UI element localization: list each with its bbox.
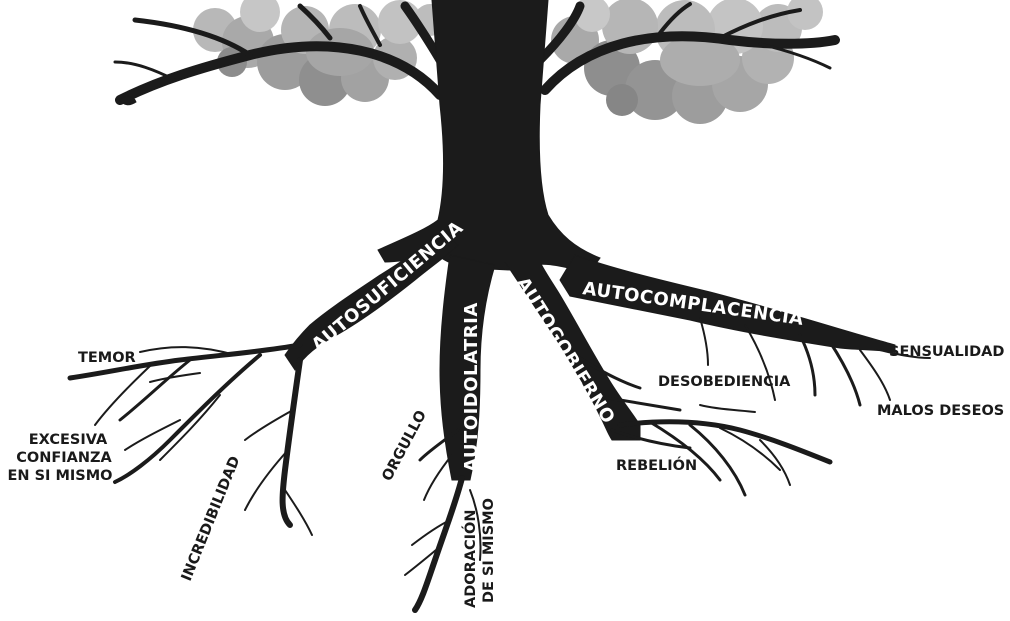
label-excesiva-line2: CONFIANZA [16,450,112,466]
label-temor: TEMOR [78,350,136,366]
label-adoracion-line2: DE SI MISMO [481,498,497,603]
label-orgullo: ORGULLO [379,408,429,484]
label-malos-deseos: MALOS DESEOS [877,403,1004,419]
label-autoidolatria: AUTOIDOLATRIA [461,302,482,472]
leaf-shape [119,95,137,106]
label-incredibilidad: INCREDIBILIDAD [179,454,244,583]
sub-root-labels: TEMOR EXCESIVA CONFIANZA EN SI MISMO INC… [8,344,1005,608]
label-rebelion: REBELIÓN [616,456,697,474]
label-sensualidad: SENSUALIDAD [889,344,1004,360]
label-adoracion-de-si-mismo: ADORACIÓN DE SI MISMO [461,498,497,608]
label-excesiva-confianza: EXCESIVA CONFIANZA EN SI MISMO [8,432,113,484]
root-autosuficiencia-shape [284,231,459,371]
tree-trunk-and-roots [67,0,931,613]
label-desobediencia: DESOBEDIENCIA [658,374,791,390]
label-adoracion-line1: ADORACIÓN [461,510,479,608]
label-excesiva-line3: EN SI MISMO [8,468,113,484]
foliage-right [551,0,823,124]
root-autoidolatria-shape [439,254,496,481]
label-excesiva-line1: EXCESIVA [29,432,108,448]
root-autocomplacencia-shape [559,254,896,353]
